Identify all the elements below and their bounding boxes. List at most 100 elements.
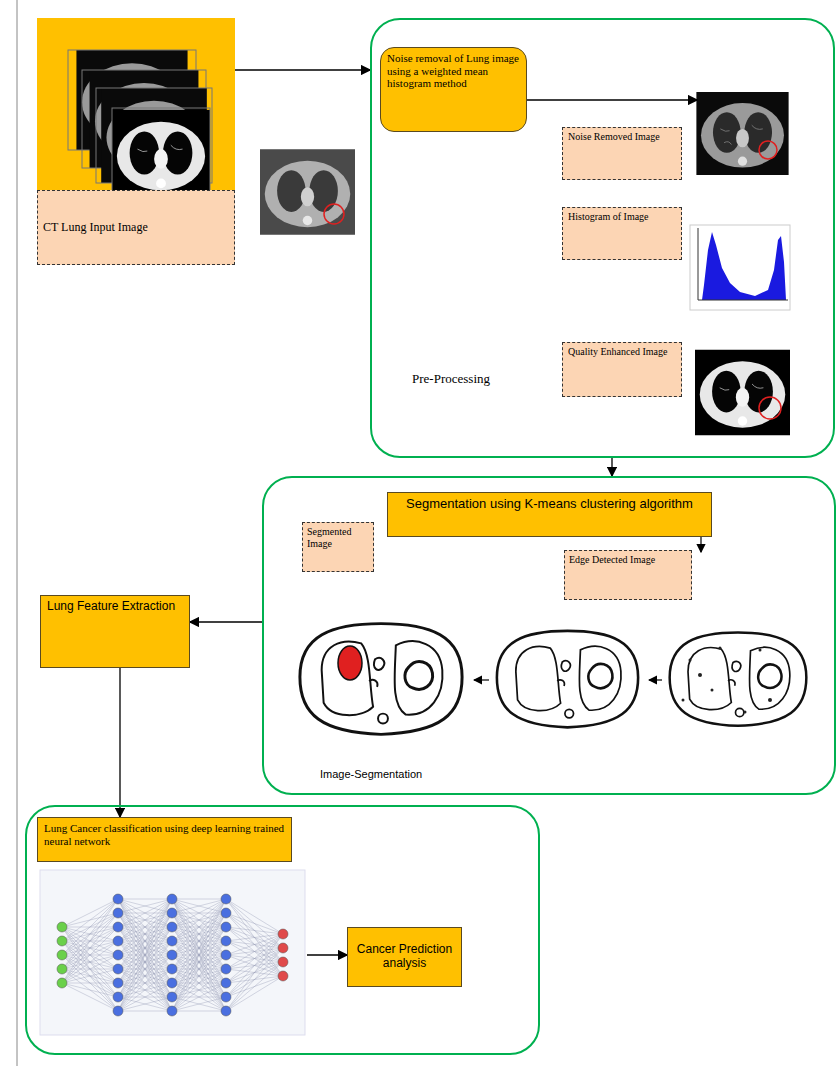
neural-network-figure [113, 964, 123, 974]
neural-network-figure [221, 950, 231, 960]
segmentation-images [759, 649, 762, 652]
neural-network-figure [167, 922, 177, 932]
segmentation-images [663, 626, 813, 734]
neural-network-figure [172, 899, 226, 927]
neural-network-figure [172, 899, 226, 955]
neural-network-figure [118, 899, 172, 997]
neural-network-figure [118, 997, 172, 1011]
neural-network-figure [172, 983, 226, 1011]
noise-removed-ct [696, 92, 788, 175]
neural-network-figure [118, 941, 172, 1011]
neural-network-figure [172, 1011, 226, 1012]
histogram-chart [698, 300, 788, 301]
neural-network-figure [221, 936, 231, 946]
neural-network-figure [167, 992, 177, 1002]
neural-network-figure [62, 941, 118, 983]
neural-network-figure [118, 955, 172, 1011]
neural-network-figure [172, 955, 226, 1011]
neural-network-figure [113, 1006, 123, 1016]
neural-network-figure [167, 908, 177, 918]
neural-network-figure [62, 941, 118, 997]
neural-network-figure [172, 913, 226, 1011]
neural-network-figure [113, 978, 123, 988]
node-label: Noise removal of Lung image using a weig… [387, 52, 520, 90]
neural-network-figure [118, 913, 172, 1011]
neural-network-figure [172, 899, 226, 927]
neural-network-figure [172, 983, 226, 1011]
neural-network-figure [226, 927, 283, 934]
neural-network-figure [226, 927, 283, 962]
segmentation-images [689, 659, 692, 662]
enhanced-ct [695, 350, 790, 436]
neural-network-figure [113, 950, 123, 960]
segmentation-images [682, 699, 685, 702]
connector-arrow [190, 621, 262, 622]
segmentation-images [490, 624, 645, 736]
node-label: Image-Segmentation [320, 768, 470, 781]
neural-network-figure [62, 955, 118, 1011]
neural-network-figure [62, 969, 118, 983]
neural-network-figure [221, 894, 231, 904]
neural-network-figure [226, 934, 283, 969]
classifier-block: Lung Cancer classification using deep le… [37, 817, 307, 1037]
neural-network-figure [118, 1011, 172, 1012]
neural-network-figure [113, 936, 123, 946]
neural-network-figure [62, 941, 118, 1011]
neural-network-figure [221, 1006, 231, 1016]
neural-network-figure [221, 964, 231, 974]
neural-network-figure [118, 969, 172, 1011]
neural-network-figure [167, 1006, 177, 1016]
neural-network-figure [226, 913, 283, 962]
segmentation-images [744, 711, 747, 714]
node-label: Edge Detected Image [569, 554, 687, 566]
neural-network-figure [172, 899, 226, 955]
neural-network-figure [62, 955, 118, 997]
neural-network-figure [118, 899, 172, 1011]
histogram-chart [698, 228, 699, 300]
image-label: Segmented Image [302, 522, 374, 572]
neural-network-figure [167, 894, 177, 904]
node-label: Histogram of Image [562, 207, 682, 260]
neural-network-figure [113, 992, 123, 1002]
neural-network-figure [62, 913, 118, 983]
segmentation-images [711, 689, 714, 692]
neural-network-figure [172, 969, 226, 1011]
neural-network-figure [278, 943, 288, 953]
neural-network-figure [118, 899, 172, 941]
node-label: Segmented Image [307, 526, 369, 549]
neural-network-figure [118, 899, 172, 997]
flow-arrow [474, 537, 701, 680]
connector-arrow [119, 668, 120, 817]
neural-network-figure [221, 922, 231, 932]
neural-network-figure [226, 948, 283, 1011]
neural-network-figure [118, 969, 172, 1011]
neural-network-figure [226, 913, 283, 934]
neural-network-figure [172, 899, 226, 913]
neural-network-figure [118, 899, 172, 913]
neural-network-figure [118, 899, 172, 969]
segmentation-images [698, 673, 702, 677]
neural-network-figure [118, 899, 172, 927]
node-label: Pre-Processing [412, 372, 572, 387]
segmentation-images [338, 646, 362, 680]
ct-input-stack [112, 110, 210, 198]
neural-network-figure [172, 899, 226, 969]
image-output: Histogram of Image [692, 227, 792, 312]
neural-network-figure [57, 936, 67, 946]
neural-network-figure [118, 955, 172, 1011]
neural-network-figure [118, 941, 172, 1011]
process-box: Noise removal of Lung image using a weig… [380, 47, 527, 132]
stage-panel: Lung Cancer classification using deep le… [25, 805, 540, 1055]
stage-panel: Pre-Processing Noise removal of Lung imag… [370, 18, 835, 458]
neural-network-figure [118, 927, 172, 1011]
neural-network-figure [226, 913, 283, 976]
neural-network-figure [118, 927, 172, 1011]
neural-network-figure [118, 899, 172, 913]
neural-network-figure [118, 899, 172, 955]
neural-network-figure [221, 978, 231, 988]
ct-slice-image [324, 204, 344, 224]
connector-arrow [611, 458, 612, 476]
neural-network-figure [62, 983, 118, 984]
neural-network-figure [278, 957, 288, 967]
neural-network-figure [57, 978, 67, 988]
